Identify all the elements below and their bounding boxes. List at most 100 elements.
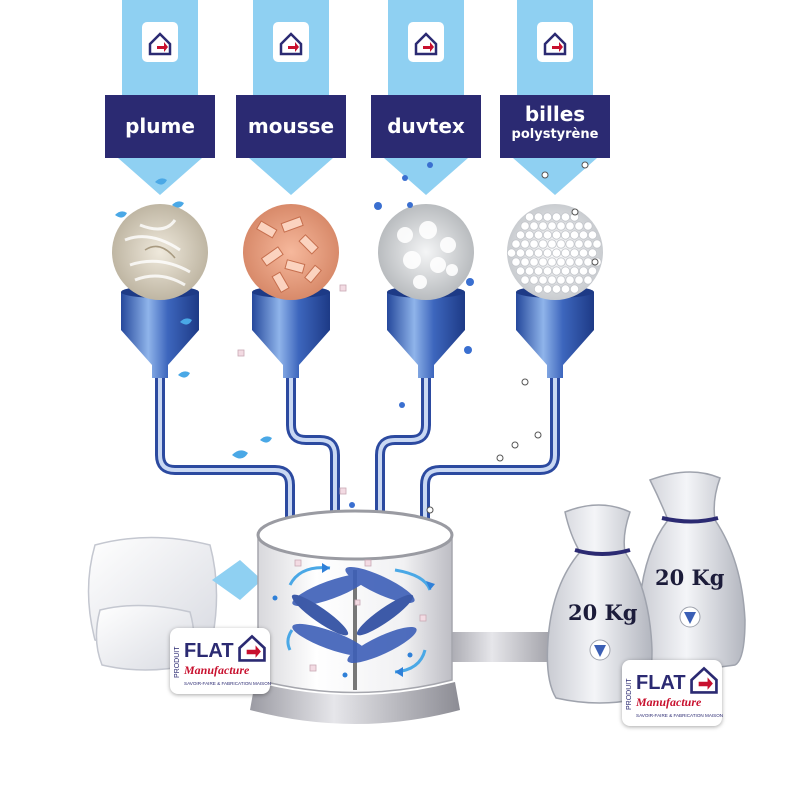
label-duvtex: duvtex [371,95,481,158]
bead [587,248,598,258]
bead [520,257,530,267]
bead [551,284,562,294]
bead [515,230,526,240]
bead [569,248,580,258]
bead [551,248,562,258]
label-billes-text: billes [524,102,586,126]
bead [565,239,575,249]
bead [524,248,535,258]
bead [556,239,566,249]
pipe-duvtex [375,373,431,525]
label-plume-text: plume [125,114,195,138]
bead [578,266,589,276]
bead [560,212,571,222]
label-mousse-text: mousse [247,114,335,138]
bead [560,248,571,258]
bead [538,239,548,249]
bead [547,257,557,267]
bead [592,239,602,249]
bead [520,239,530,249]
bead [524,212,535,222]
bead [511,239,521,249]
sample-mousse [243,204,339,300]
bead [538,257,548,267]
bead [520,275,530,285]
badge-manufacture-text: Manufacture [184,663,250,677]
sample-plume [112,204,208,300]
label-billes: billes polystyrène [500,95,610,158]
flat-manufacture-badge-right: PRODUIT FLAT Manufacture SAVOIR-FAIRE & … [622,660,723,726]
pillow-arrow [212,560,262,600]
bead [529,257,539,267]
funnel-duvtex [384,158,468,195]
bead [560,230,571,240]
bead [529,239,539,249]
bead [565,221,575,231]
pipe-plume [155,373,295,535]
bead [551,230,562,240]
bag-weight-front: 20 Kg [568,600,638,625]
bead-particles [414,161,599,532]
sample-billes [506,204,603,300]
bead [547,221,557,231]
bead [542,248,553,258]
house-arrow-icon [690,666,718,694]
flat-manufacture-badge-left: PRODUIT FLAT Manufacture SAVOIR-FAIRE & … [170,628,272,694]
bead [547,275,557,285]
bead [578,230,589,240]
bead [542,230,553,240]
bead [533,230,544,240]
bead [583,239,593,249]
house-arrow-icon [273,22,309,62]
bead [551,212,562,222]
bead [587,266,598,276]
bead [583,257,593,267]
mixer-tank [250,509,460,724]
bead [556,257,566,267]
badge-produit-text: PRODUIT [174,646,181,679]
bead [569,230,580,240]
bag-weight-back: 20 Kg [655,565,725,590]
bead [542,284,553,294]
bead [538,221,548,231]
bead [569,284,580,294]
badge-manufacture-text: Manufacture [636,695,702,709]
bead [520,221,530,231]
bead [542,266,553,276]
bead [583,221,593,231]
bead [574,221,584,231]
pillows [87,536,218,671]
bead [560,284,571,294]
bead [551,266,562,276]
house-arrow-icon [238,634,266,662]
bead [533,248,544,258]
funnel-billes [513,158,597,195]
bead [524,230,535,240]
feed-columns [122,0,593,100]
badge-produit-text: PRODUIT [626,678,633,711]
pipe-billes [420,373,560,535]
bead [569,266,580,276]
bag-front [546,504,653,704]
bead [529,275,539,285]
bead [533,284,544,294]
badge-flat-text: FLAT [184,640,234,662]
funnel-mousse [249,158,333,195]
bead [587,230,598,240]
label-plume: plume [105,95,215,158]
pipe-mousse [286,373,340,525]
bead [574,239,584,249]
bead [524,266,535,276]
bead [556,275,566,285]
house-arrow-icon [537,22,573,62]
bead [511,257,521,267]
badge-tagline-text: SAVOIR-FAIRE & FABRICATION MAISON [184,681,272,686]
label-funnels [118,158,597,195]
bead [578,248,589,258]
bead [538,275,548,285]
bead [565,257,575,267]
bead [574,257,584,267]
bead [533,212,544,222]
sample-duvtex [378,204,474,300]
